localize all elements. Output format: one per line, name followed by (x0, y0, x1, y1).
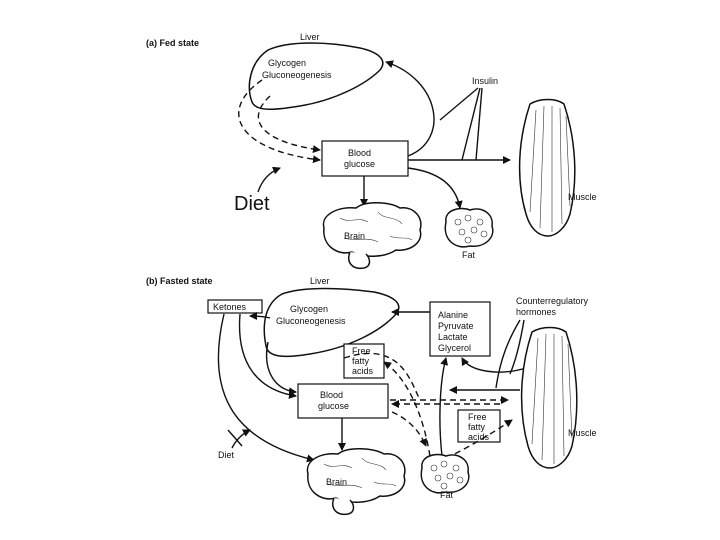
hormones-line-a (495, 319, 521, 389)
fed-title: (a) Fed state (146, 38, 199, 48)
fasted-liver-loop-arrow (238, 313, 297, 399)
fed-diet-arrow (257, 166, 281, 193)
fed-insulin-label: Insulin (472, 76, 498, 86)
fed-blood-label: Blood (348, 148, 371, 158)
fed-brain-label: Brain (344, 231, 365, 241)
fasted-blood-glucose-box (297, 383, 389, 419)
fed-diet-label: Diet (234, 193, 270, 215)
fed-fat-label: Fat (462, 250, 476, 260)
fed-muscle-organ (518, 98, 576, 237)
fed-fat-organ (444, 207, 494, 248)
fed-gluconeogenesis-label: Gluconeogenesis (262, 70, 332, 80)
fasted-brain-label: Brain (326, 477, 347, 487)
ffa-muscle-line3: acids (468, 432, 490, 442)
substrates-box (429, 301, 491, 357)
ffa-liver-line3: acids (352, 366, 374, 376)
fat-to-ffa-liver-dashed (383, 361, 431, 457)
fasted-brain-organ (306, 448, 406, 516)
fasted-diet-label: Diet (218, 450, 235, 460)
hormones-line2: hormones (516, 307, 557, 317)
muscle-to-substrates-arrow (461, 357, 527, 373)
fasted-state-panel: (b) Fasted state Liver Ketones Glycogen … (146, 276, 597, 516)
ketones-box (207, 299, 263, 314)
fed-blood-to-liver-arrow (385, 60, 435, 157)
hormones-line1: Counterregulatory (516, 296, 589, 306)
fasted-fat-organ (420, 453, 470, 494)
ffa-muscle-line2: fatty (468, 422, 486, 432)
ffa-liver-box (343, 343, 385, 379)
substrate-glycerol: Glycerol (438, 343, 471, 353)
substrate-lactate: Lactate (438, 332, 468, 342)
substrate-alanine: Alanine (438, 310, 468, 320)
fasted-gluconeogenesis-label: Gluconeogenesis (276, 316, 346, 326)
ffa-liver-loop-dashed (343, 352, 421, 401)
diet-cross-mark (227, 429, 243, 447)
fed-liver-organ (248, 42, 384, 110)
fasted-liver-to-blood-arrow (266, 341, 297, 396)
fed-glucose-label: glucose (344, 159, 375, 169)
ffa-muscle-line1: Free (468, 412, 487, 422)
ffa-muscle-box (457, 409, 501, 443)
fasted-glucose-label: glucose (318, 401, 349, 411)
ffa-dashed-to-fat (391, 411, 427, 447)
substrate-pyruvate: Pyruvate (438, 321, 474, 331)
fat-to-substrates-arrow (439, 357, 449, 457)
ffa-liver-line2: fatty (352, 356, 370, 366)
fasted-glycogen-label: Glycogen (290, 304, 328, 314)
fed-brain-organ (322, 202, 422, 270)
fed-state-panel: (a) Fed state Liver Glycogen Gluconeogen… (146, 32, 597, 270)
fasted-muscle-organ (520, 326, 578, 469)
fasted-liver-organ (263, 287, 400, 358)
fasted-blood-label: Blood (320, 390, 343, 400)
fasted-title: (b) Fasted state (146, 276, 213, 286)
insulin-line-fat (461, 87, 481, 161)
ffa-liver-line1: Free (352, 346, 371, 356)
insulin-line-muscle (475, 87, 483, 161)
fasted-muscle-label: Muscle (568, 428, 597, 438)
fed-liver-to-blood-dashed-outer (238, 79, 321, 164)
fasted-liver-label: Liver (310, 276, 330, 286)
liver-to-ketones-arrow (248, 312, 271, 321)
fed-liver-to-blood-dashed-inner (257, 95, 321, 154)
fed-blood-to-fat-arrow (407, 167, 463, 209)
ketones-to-brain-arrow (217, 313, 315, 463)
insulin-line-liver (439, 87, 479, 121)
fed-liver-label: Liver (300, 32, 320, 42)
fed-glycogen-label: Glycogen (268, 58, 306, 68)
ketones-label: Ketones (213, 302, 247, 312)
fed-blood-glucose-box (321, 140, 409, 177)
hormones-line-b (509, 319, 525, 375)
fasted-diet-arrow (231, 429, 251, 449)
fed-muscle-label: Muscle (568, 192, 597, 202)
fasted-fat-label: Fat (440, 490, 454, 500)
